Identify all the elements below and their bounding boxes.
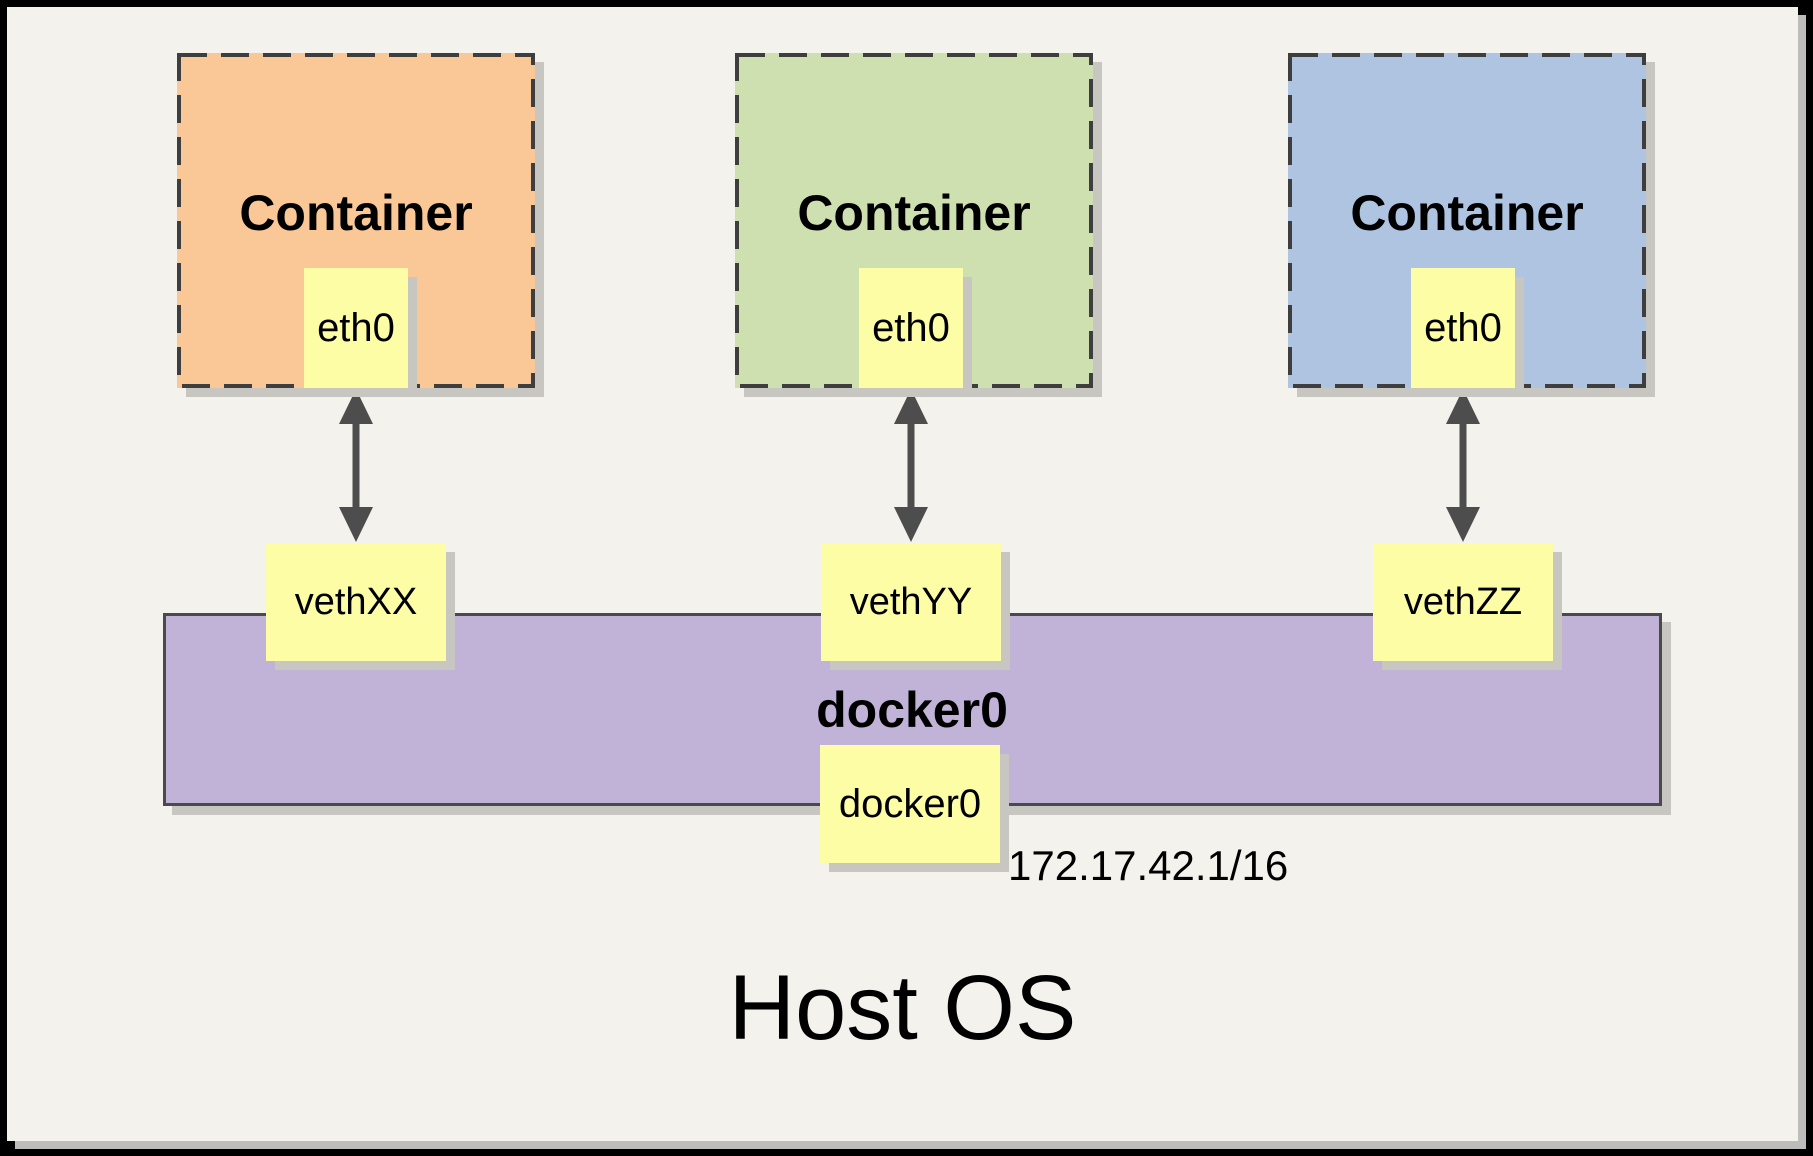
double-arrow-icon [339, 389, 373, 542]
docker0-device-label: docker0 [838, 781, 982, 826]
host-canvas: Container Container Container eth0 eth0 … [7, 7, 1798, 1141]
vethxx-label: vethXX [294, 580, 418, 623]
container-label: Container [797, 185, 1031, 241]
docker0-device-box: docker0 [820, 745, 1000, 863]
eth0-label: eth0 [1424, 305, 1502, 350]
eth0-label: eth0 [317, 305, 395, 350]
eth0-box-3: eth0 [1411, 268, 1515, 388]
container-label: Container [239, 185, 473, 241]
vethxx-box: vethXX [266, 543, 446, 661]
eth0-box-1: eth0 [304, 268, 408, 388]
vethyy-box: vethYY [821, 543, 1001, 661]
vethzz-box: vethZZ [1373, 543, 1553, 661]
vethyy-label: vethYY [849, 580, 973, 623]
host-os-label: Host OS [728, 957, 1077, 1059]
container-label: Container [1350, 185, 1584, 241]
eth0-label: eth0 [872, 305, 950, 350]
vethzz-label: vethZZ [1403, 580, 1523, 623]
double-arrow-icon [1446, 389, 1480, 542]
docker0-bridge-label: docker0 [816, 682, 1008, 738]
eth0-box-2: eth0 [859, 268, 963, 388]
bridge-ip-label: 172.17.42.1/16 [1008, 842, 1289, 889]
double-arrow-icon [894, 389, 928, 542]
